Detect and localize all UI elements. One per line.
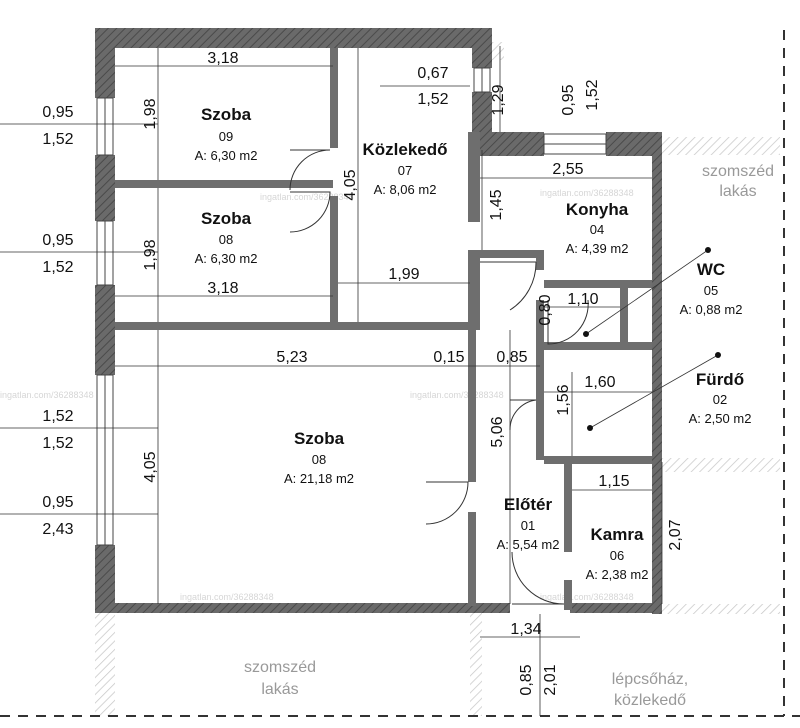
neighbor-walls: [95, 42, 780, 716]
room-name: Fürdő: [696, 370, 744, 389]
watermark: ingatlan.com/36288348: [180, 592, 274, 602]
window-label: 1,52: [42, 435, 73, 452]
dim-label: 4,05: [142, 451, 159, 482]
dim-label: 1,60: [584, 374, 615, 391]
room-szoba-09: Szoba 09 A: 6,30 m2: [195, 105, 258, 163]
window-label: 1,52: [42, 131, 73, 148]
outside-labels: szomszéd lakás szomszéd lakás lépcsőház,…: [244, 163, 774, 709]
dim-label: 0,85: [518, 664, 535, 695]
dim-label: 5,23: [276, 349, 307, 366]
room-name: Szoba: [294, 429, 345, 448]
dim-label: 2,55: [552, 161, 583, 178]
room-area: A: 2,50 m2: [689, 411, 752, 426]
room-area: A: 5,54 m2: [497, 537, 560, 552]
doors: [289, 149, 589, 605]
room-wc: WC 05 A: 0,88 m2: [680, 260, 743, 317]
dim-label: 1,52: [417, 91, 448, 108]
boundary-lines: [0, 30, 800, 717]
window-label: 0,95: [42, 232, 73, 249]
window-label: 0,95: [42, 104, 73, 121]
dim-label: 5,06: [489, 416, 506, 447]
dim-label: 1,98: [142, 98, 159, 129]
room-area: A: 6,30 m2: [195, 148, 258, 163]
dim-label: 2,01: [542, 664, 559, 695]
interior-walls: [115, 48, 652, 610]
dim-label: 3,18: [207, 280, 238, 297]
room-number: 02: [713, 392, 727, 407]
watermark: ingatlan.com/36288348: [0, 390, 94, 400]
stair-label: közlekedő: [614, 692, 686, 709]
room-number: 09: [219, 129, 233, 144]
room-area: A: 2,38 m2: [586, 567, 649, 582]
watermark: ingatlan.com/36288348: [410, 390, 504, 400]
dim-label: 1,56: [555, 384, 572, 415]
dim-label: 1,99: [388, 266, 419, 283]
dim-label: 1,10: [567, 291, 598, 308]
neighbor-label: szomszéd: [702, 163, 774, 180]
neighbor-label: lakás: [261, 681, 298, 698]
room-szoba-08-large: Szoba 08 A: 21,18 m2: [284, 429, 354, 486]
dimension-lines: [0, 46, 719, 716]
room-name: Kamra: [591, 525, 644, 544]
window-label: 2,43: [42, 521, 73, 538]
window-label: 0,95: [42, 494, 73, 511]
stair-label: lépcsőház,: [612, 671, 689, 688]
room-szoba-08-small: Szoba 08 A: 6,30 m2: [195, 209, 258, 266]
room-number: 04: [590, 222, 604, 237]
room-number: 06: [610, 548, 624, 563]
dim-label: 1,34: [510, 621, 541, 638]
room-area: A: 0,88 m2: [680, 302, 743, 317]
dim-label: 1,15: [598, 473, 629, 490]
window-label: 1,52: [42, 408, 73, 425]
watermark: ingatlan.com/36288348: [260, 192, 354, 202]
dim-label: 0,67: [417, 65, 448, 82]
neighbor-label: lakás: [719, 183, 756, 200]
dim-label: 1,45: [488, 189, 505, 220]
room-name: Konyha: [566, 200, 629, 219]
dimension-labels: 3,18 3,18 0,67 1,52 2,55 1,99 1,10 5,23 …: [42, 50, 684, 696]
room-eloter: Előtér 01 A: 5,54 m2: [497, 495, 560, 552]
room-konyha: Konyha 04 A: 4,39 m2: [566, 200, 629, 256]
room-name: Közlekedő: [362, 140, 447, 159]
dim-label: 0,95: [560, 84, 577, 115]
dim-label: 2,07: [667, 519, 684, 550]
watermark: ingatlan.com/36288348: [540, 188, 634, 198]
room-kozlekedo: Közlekedő 07 A: 8,06 m2: [362, 140, 447, 197]
room-number: 05: [704, 283, 718, 298]
dim-label: 4,05: [342, 169, 359, 200]
room-labels: Szoba 09 A: 6,30 m2 Szoba 08 A: 6,30 m2 …: [195, 105, 752, 582]
room-number: 01: [521, 518, 535, 533]
room-kamra: Kamra 06 A: 2,38 m2: [586, 525, 649, 582]
window-label: 1,52: [42, 259, 73, 276]
dim-label: 1,29: [490, 84, 507, 115]
watermarks: ingatlan.com/36288348 ingatlan.com/36288…: [0, 188, 634, 602]
room-name: Szoba: [201, 209, 252, 228]
room-furdo: Fürdő 02 A: 2,50 m2: [689, 370, 752, 426]
room-number: 08: [312, 452, 326, 467]
room-name: Szoba: [201, 105, 252, 124]
watermark: ingatlan.com/36288348: [540, 592, 634, 602]
dimension-dots: [583, 247, 721, 431]
room-area: A: 6,30 m2: [195, 251, 258, 266]
dim-label: 0,15: [433, 349, 464, 366]
dim-label: 0,85: [496, 349, 527, 366]
dim-label: 1,98: [142, 239, 159, 270]
room-area: A: 21,18 m2: [284, 471, 354, 486]
room-area: A: 4,39 m2: [566, 241, 629, 256]
room-number: 08: [219, 232, 233, 247]
neighbor-label: szomszéd: [244, 659, 316, 676]
room-name: Előtér: [504, 495, 553, 514]
room-name: WC: [697, 260, 725, 279]
windows-left: [96, 67, 607, 546]
dim-label: 1,52: [584, 79, 601, 110]
room-area: A: 8,06 m2: [374, 182, 437, 197]
dim-label: 3,18: [207, 50, 238, 67]
walls: [95, 28, 662, 614]
room-number: 07: [398, 163, 412, 178]
dim-label: 0,80: [537, 294, 554, 325]
